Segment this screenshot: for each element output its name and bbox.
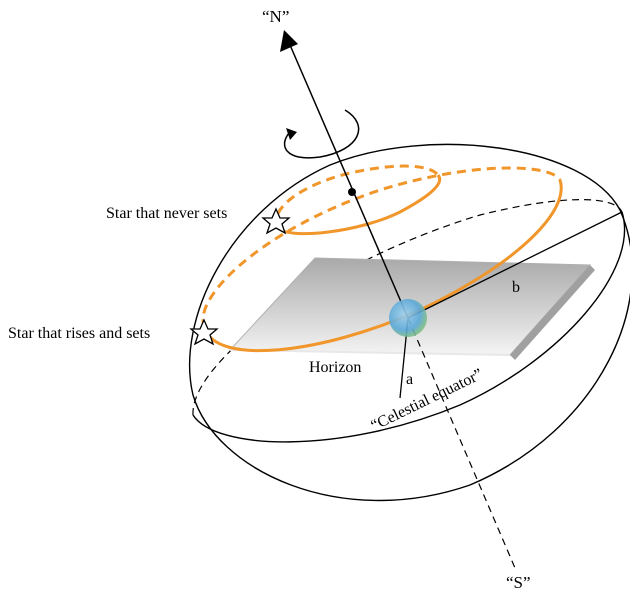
angle-b-label: b	[512, 279, 520, 296]
north-label: “N”	[262, 7, 289, 26]
horizon-circle-front	[192, 211, 626, 443]
celestial-pole-dot	[348, 188, 356, 196]
star-rises-sets-icon	[189, 318, 219, 346]
star-never-sets-icon	[261, 207, 291, 235]
horizon-circle-back	[192, 199, 623, 416]
north-axis	[289, 44, 409, 319]
celestial-sphere-outline	[188, 143, 630, 502]
south-label: “S”	[506, 573, 531, 592]
never-sets-path-front	[276, 174, 442, 236]
earth-icon	[389, 299, 427, 337]
radius-b-line	[407, 211, 623, 319]
rises-sets-label: Star that rises and sets	[8, 325, 150, 342]
rises-sets-path-back	[201, 166, 562, 329]
never-sets-label: Star that never sets	[106, 205, 227, 222]
celestial-equator-label: “Celestial equator”	[368, 366, 485, 435]
horizon-label: Horizon	[309, 359, 361, 376]
rotation-arrow	[283, 109, 360, 159]
horizon-plane-edge	[510, 265, 595, 360]
angle-a-label: a	[406, 371, 413, 388]
south-axis-dashed	[407, 317, 516, 569]
north-arrowhead	[280, 30, 298, 52]
never-sets-path-back	[274, 164, 440, 229]
